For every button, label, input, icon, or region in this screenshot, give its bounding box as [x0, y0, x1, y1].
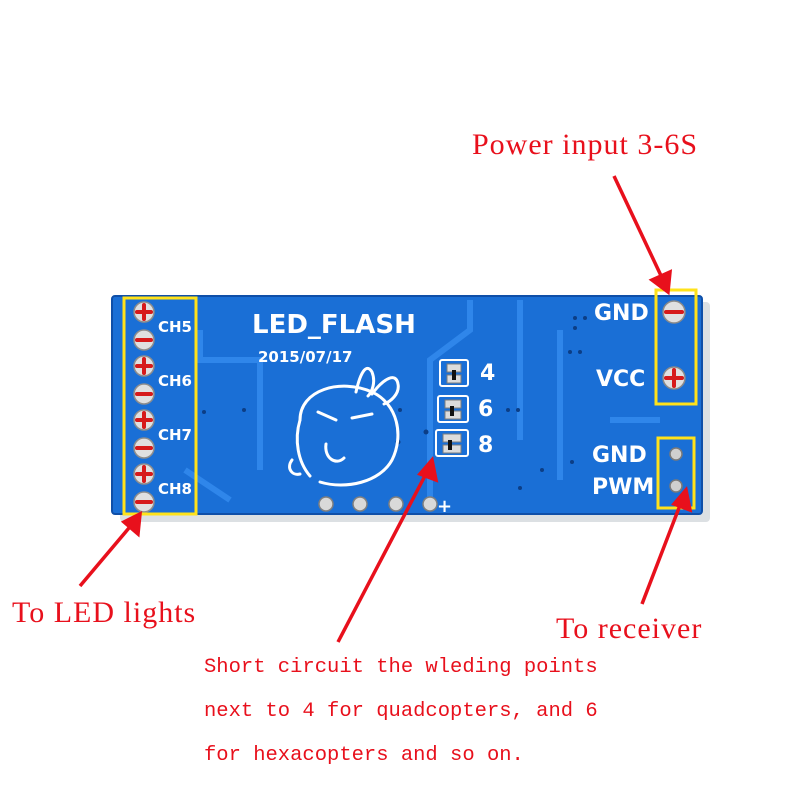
jumper-pads-bottom [318, 496, 438, 512]
power-pads [654, 288, 698, 406]
board-date: 2015/07/17 [258, 348, 352, 366]
note-line: next to 4 for quadcopters, and 6 [204, 700, 598, 723]
signal-pads [656, 436, 696, 510]
channel-label: CH7 [158, 426, 192, 444]
jumper-label: 8 [478, 433, 493, 458]
channel-pads [122, 296, 198, 516]
led-lights-callout: To LED lights [12, 596, 197, 629]
power-highlight-box [654, 288, 698, 406]
jumper-label: 6 [478, 397, 493, 422]
channel-label: CH6 [158, 372, 192, 390]
channel-highlight-box [122, 296, 198, 516]
channel-label: CH8 [158, 480, 192, 498]
jumper-instruction-note: Short circuit the wleding points next to… [204, 646, 598, 778]
annotation-arrows [78, 175, 693, 643]
signal-pin-label: PWM [592, 475, 654, 500]
note-line: for hexacopters and so on. [204, 744, 524, 767]
board-title: LED_FLASH [252, 310, 416, 340]
mascot-logo [288, 366, 400, 487]
signal-pin-label: GND [592, 443, 647, 468]
note-line: Short circuit the wleding points [204, 656, 598, 679]
receiver-callout: To receiver [556, 612, 703, 645]
plus-mark: + [437, 496, 452, 517]
jumper-label: 4 [480, 361, 495, 386]
solder-jumpers [435, 359, 469, 457]
signal-highlight-box [656, 436, 696, 510]
power-pin-label: VCC [596, 367, 645, 392]
power-pin-label: GND [594, 301, 649, 326]
pcb-traces [183, 300, 660, 510]
channel-label: CH5 [158, 318, 192, 336]
pcb-vias [202, 316, 587, 490]
power-input-callout: Power input 3-6S [472, 128, 698, 161]
